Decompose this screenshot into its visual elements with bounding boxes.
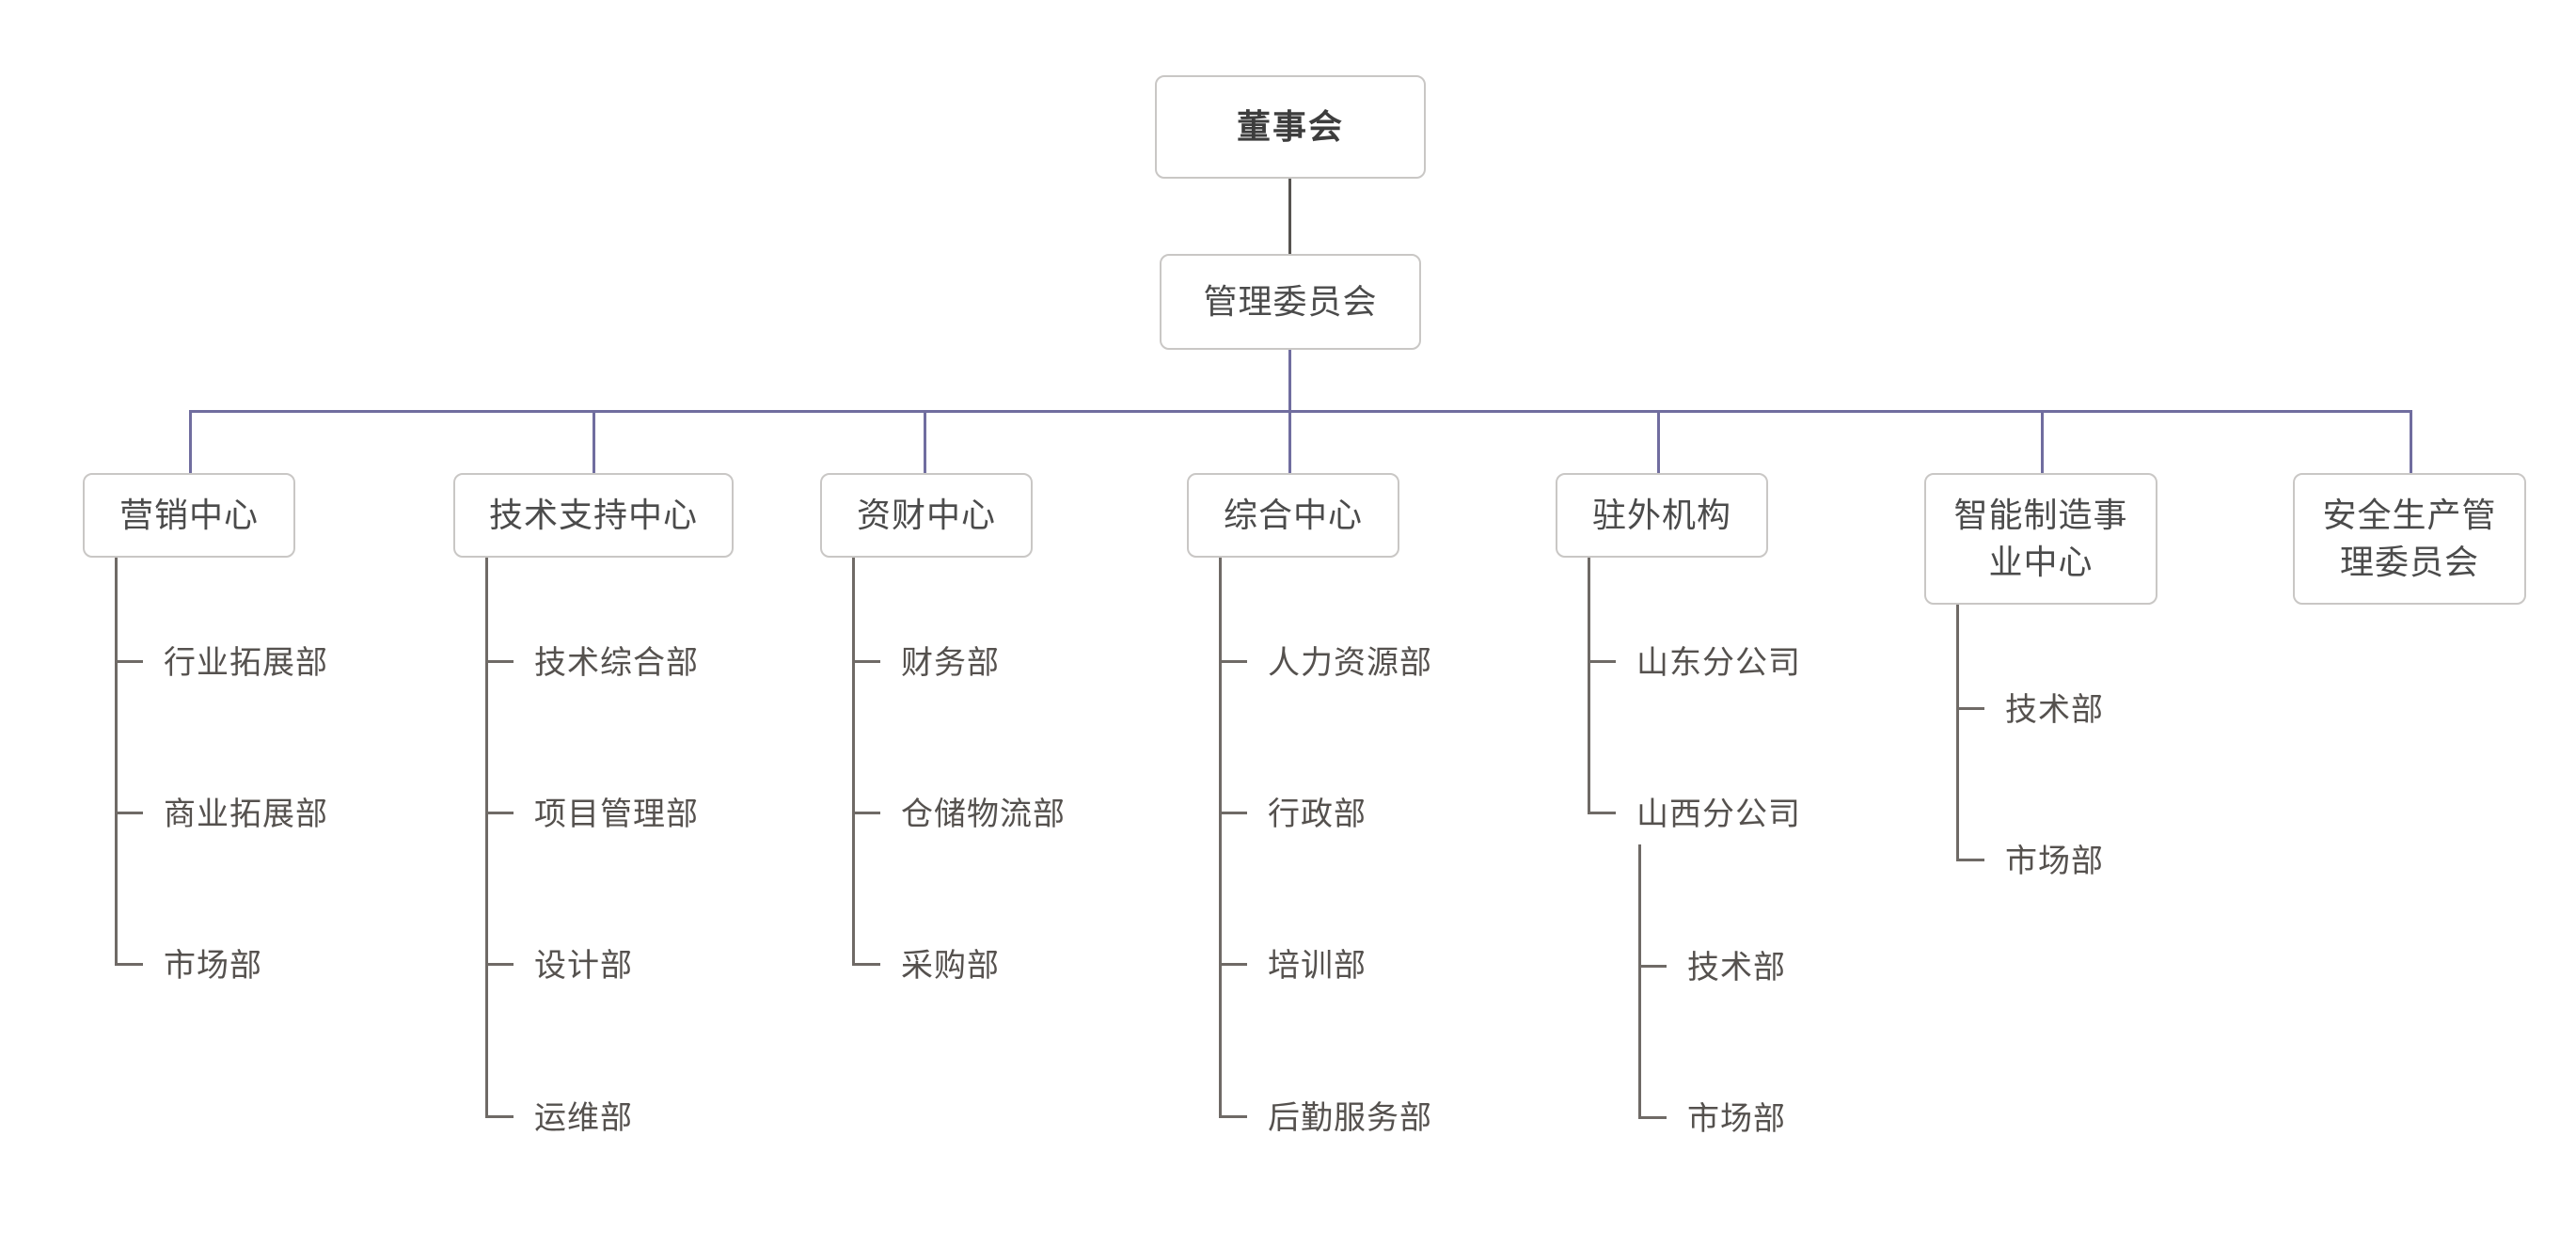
node-center-overseas-branches[interactable]: 驻外机构 [1556,473,1768,558]
subtree-spine [1588,558,1590,812]
branch-stub-icon [115,811,143,814]
leaf-label: 行业拓展部 [164,644,328,681]
connector-bus-drop-5 [1657,410,1660,473]
connector-root-to-management [1288,179,1291,254]
leaf-label: 市场部 [2005,843,2104,879]
subtree-spine [1219,558,1222,1116]
subtree-spine [115,558,118,964]
connector-bus-drop-7 [2410,410,2412,473]
branch-stub-icon [485,962,514,966]
leaf-label: 后勤服务部 [1268,1099,1432,1136]
leaf-label: 技术部 [2005,691,2104,728]
leaf-label: 采购部 [901,947,1000,984]
branch-stub-icon [852,962,880,966]
branch-stub-icon [485,659,514,663]
subtree-spine [1956,605,1959,860]
leaf-label: 行政部 [1268,796,1367,832]
branch-stub-icon [485,1114,514,1118]
leaf-label: 人力资源部 [1268,644,1432,681]
node-management-committee[interactable]: 管理委员会 [1160,254,1421,350]
connector-horizontal-bus [189,410,2412,413]
branch-stub-icon [1588,811,1616,814]
leaf-label: 技术部 [1687,949,1786,986]
branch-stub-icon [852,811,880,814]
leaf-label: 市场部 [1687,1100,1786,1137]
branch-stub-icon [115,962,143,966]
leaf-label: 山东分公司 [1636,644,1801,681]
connector-bus-drop-1 [189,410,192,473]
connector-bus-drop-4 [1288,410,1291,473]
node-board-of-directors[interactable]: 董事会 [1155,75,1426,179]
connector-bus-drop-6 [2041,410,2044,473]
leaf-label: 商业拓展部 [164,796,328,832]
node-center-safety-production-committee[interactable]: 安全生产管 理委员会 [2293,473,2526,605]
branch-stub-icon [115,659,143,663]
connector-bus-drop-3 [924,410,926,473]
node-center-technical-support[interactable]: 技术支持中心 [453,473,734,558]
branch-stub-icon [1219,811,1247,814]
connector-management-to-bus [1288,350,1291,412]
branch-stub-icon [1219,962,1247,966]
leaf-label: 财务部 [901,644,1000,681]
connector-bus-drop-2 [593,410,595,473]
leaf-label: 市场部 [164,947,262,984]
subtree-spine [1638,844,1641,1117]
branch-stub-icon [1219,1114,1247,1118]
subtree-spine [485,558,488,1116]
leaf-label: 仓储物流部 [901,796,1066,832]
leaf-label: 技术综合部 [534,644,699,681]
branch-stub-icon [852,659,880,663]
leaf-label: 设计部 [534,947,633,984]
branch-stub-icon [485,811,514,814]
branch-stub-icon [1956,706,1984,710]
branch-stub-icon [1638,964,1667,968]
branch-stub-icon [1588,659,1616,663]
subtree-spine [852,558,855,964]
branch-stub-icon [1638,1115,1667,1119]
branch-stub-icon [1219,659,1247,663]
leaf-label: 山西分公司 [1636,796,1801,832]
leaf-label: 项目管理部 [534,796,699,832]
leaf-label: 运维部 [534,1099,633,1136]
branch-stub-icon [1956,858,1984,861]
node-center-finance[interactable]: 资财中心 [820,473,1033,558]
node-center-smart-manufacturing[interactable]: 智能制造事 业中心 [1924,473,2157,605]
node-center-general-affairs[interactable]: 综合中心 [1187,473,1399,558]
leaf-label: 培训部 [1268,947,1367,984]
node-center-marketing[interactable]: 营销中心 [83,473,295,558]
